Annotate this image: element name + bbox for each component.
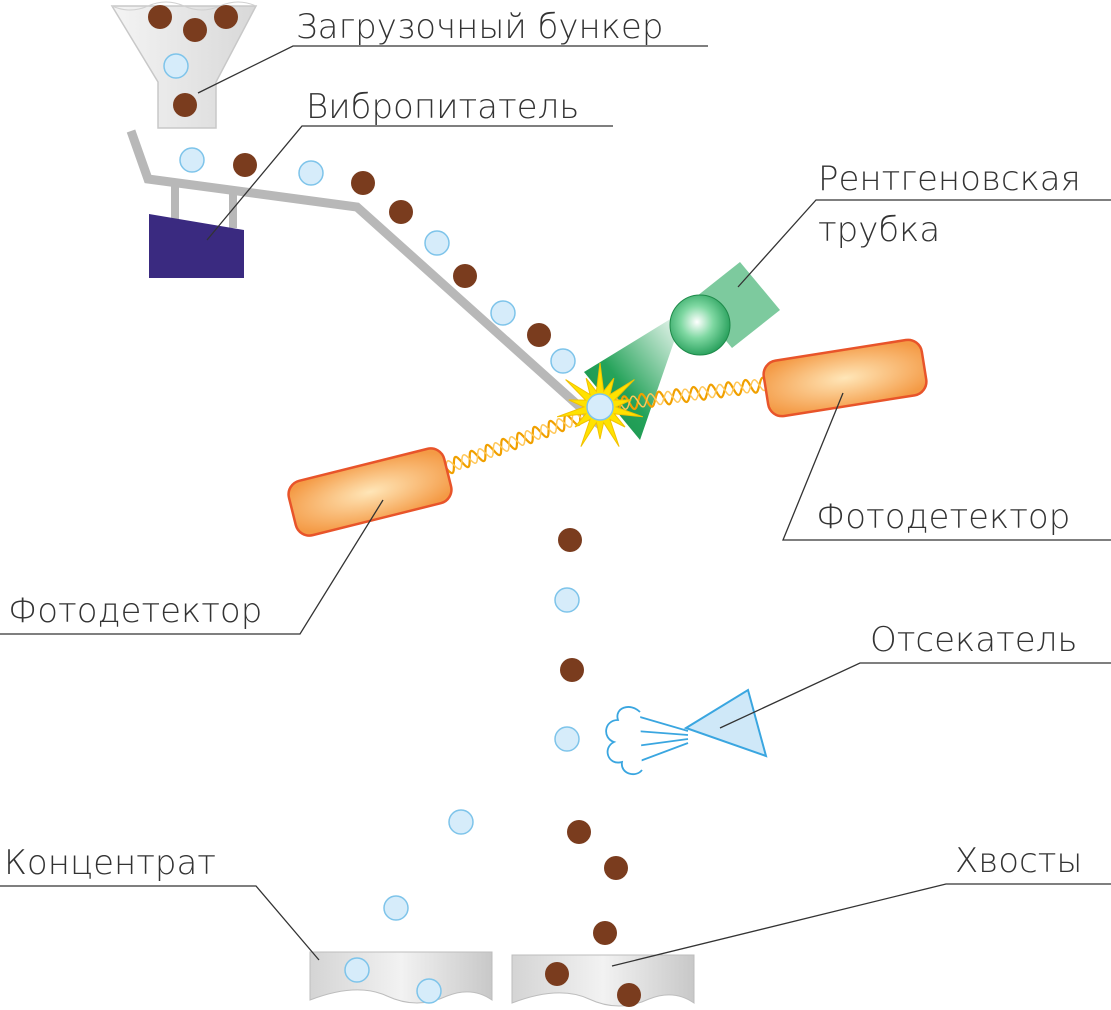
ore-particle bbox=[453, 264, 477, 288]
mineral-particle bbox=[383, 895, 409, 921]
ore-particle bbox=[351, 171, 375, 195]
leader-photodetector-left bbox=[0, 499, 384, 635]
xray-tube-icon bbox=[584, 262, 780, 440]
photodetector-icon bbox=[287, 338, 928, 537]
label-photodetector-left: Фотодетектор bbox=[8, 591, 262, 631]
leader-photodetector-right bbox=[782, 392, 1111, 541]
ore-particle bbox=[545, 962, 569, 986]
ore-particle bbox=[604, 856, 628, 880]
ore-particle bbox=[617, 983, 641, 1007]
photodetector-left bbox=[287, 447, 453, 537]
ore-particle bbox=[389, 200, 413, 224]
label-vibrofeeder: Вибропитатель bbox=[306, 87, 579, 127]
label-concentrate: Концентрат bbox=[4, 843, 216, 883]
label-hopper: Загрузочный бункер bbox=[296, 7, 663, 47]
ore-particle bbox=[173, 93, 197, 117]
mineral-particle bbox=[344, 957, 370, 983]
label-xray-line2: трубка bbox=[818, 210, 940, 250]
ore-particle bbox=[233, 153, 257, 177]
vibrator-block bbox=[149, 214, 244, 278]
ore-particle bbox=[560, 658, 584, 682]
ore-particle bbox=[558, 528, 582, 552]
mineral-particle bbox=[416, 978, 442, 1004]
signal-wave bbox=[445, 376, 769, 475]
mineral-particle bbox=[554, 726, 580, 752]
concentrate-bin bbox=[309, 951, 493, 1004]
leader-ejector bbox=[719, 662, 1111, 729]
xray-beam bbox=[584, 310, 685, 440]
vibrofeeder-icon bbox=[126, 129, 604, 429]
air-ejector-icon bbox=[605, 688, 768, 776]
feeder-particles bbox=[179, 147, 576, 374]
label-photodetector-right: Фотодетектор bbox=[816, 497, 1070, 537]
leader-lines bbox=[0, 45, 1111, 967]
ore-particle bbox=[593, 921, 617, 945]
label-ejector: Отсекатель bbox=[870, 620, 1077, 660]
mineral-particle bbox=[298, 160, 324, 186]
collection-bin-icon bbox=[309, 951, 695, 1007]
ore-particle bbox=[527, 323, 551, 347]
label-tailings: Хвосты bbox=[955, 841, 1082, 881]
ore-particle bbox=[567, 820, 591, 844]
mineral-particle bbox=[179, 147, 205, 173]
mineral-particle bbox=[163, 53, 189, 79]
tailings-bin bbox=[511, 954, 695, 1007]
mineral-particle bbox=[554, 587, 580, 613]
detection-flash bbox=[556, 362, 644, 447]
photodetector-right bbox=[762, 338, 928, 418]
falling-particles bbox=[383, 528, 628, 945]
mineral-particle bbox=[448, 809, 474, 835]
leader-hopper bbox=[197, 45, 708, 94]
label-xray-line1: Рентгеновская bbox=[818, 159, 1081, 199]
hopper-icon bbox=[110, 1, 258, 129]
ore-particle bbox=[183, 18, 207, 42]
mineral-particle bbox=[586, 393, 614, 421]
mineral-particle bbox=[490, 300, 516, 326]
mineral-particle bbox=[424, 230, 450, 256]
mineral-particle bbox=[550, 348, 576, 374]
leader-concentrate bbox=[0, 885, 320, 961]
leader-xray bbox=[737, 199, 1111, 288]
leader-vibrofeeder bbox=[206, 125, 613, 241]
leader-tailings bbox=[611, 883, 1111, 967]
ore-particle bbox=[148, 5, 172, 29]
ore-particle bbox=[214, 5, 238, 29]
